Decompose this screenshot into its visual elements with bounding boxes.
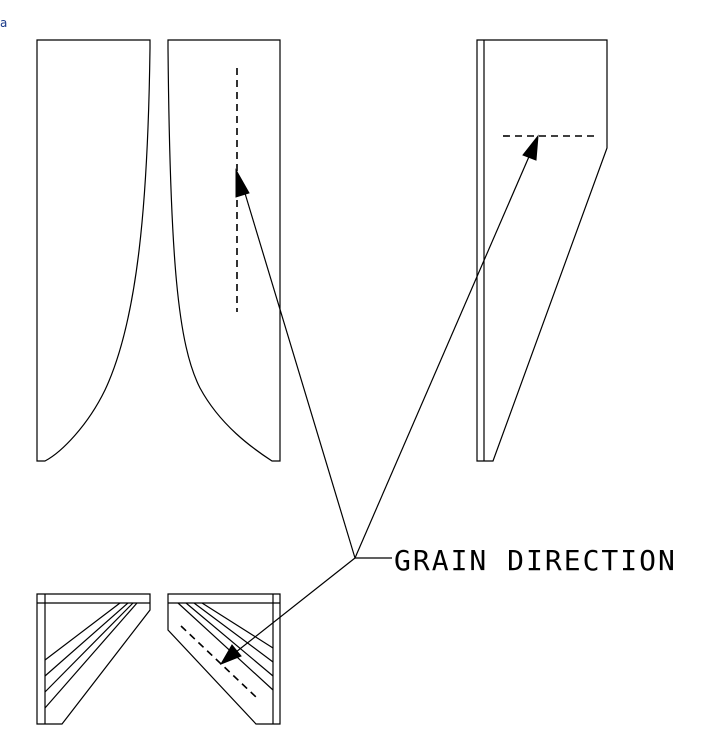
panel-bottom-left-grain-2 [44, 602, 129, 677]
corner-mark: a [0, 16, 8, 30]
panel-bottom-center-grain-4 [201, 602, 274, 649]
grain-direction-label: GRAIN DIRECTION [394, 544, 677, 577]
panel-center-tall [167, 39, 281, 462]
panel-bottom-left [36, 593, 151, 725]
panel-bottom-left-grain-1 [44, 602, 121, 661]
panel-bottom-center-grain-3 [193, 602, 274, 663]
panel-bottom-left-grain-4 [44, 602, 138, 709]
panel-right-tapered [476, 39, 608, 462]
panel-bottom-center [167, 593, 281, 725]
arrowhead-bottom-center [219, 644, 242, 666]
panel-left-tall [36, 39, 151, 462]
arrowhead-right-tapered [522, 134, 539, 161]
arrowhead-center-tall [235, 168, 250, 198]
leader-to-right-tapered [354, 151, 532, 559]
panel-bottom-center-grain-2 [185, 602, 274, 677]
panel-bottom-center-grain-1 [177, 602, 274, 691]
grain-line-bottom-center [180, 625, 257, 698]
leader-to-bottom-center [235, 557, 356, 653]
panel-bottom-left-grain-3 [44, 602, 134, 693]
leader-to-center-tall [243, 189, 356, 559]
